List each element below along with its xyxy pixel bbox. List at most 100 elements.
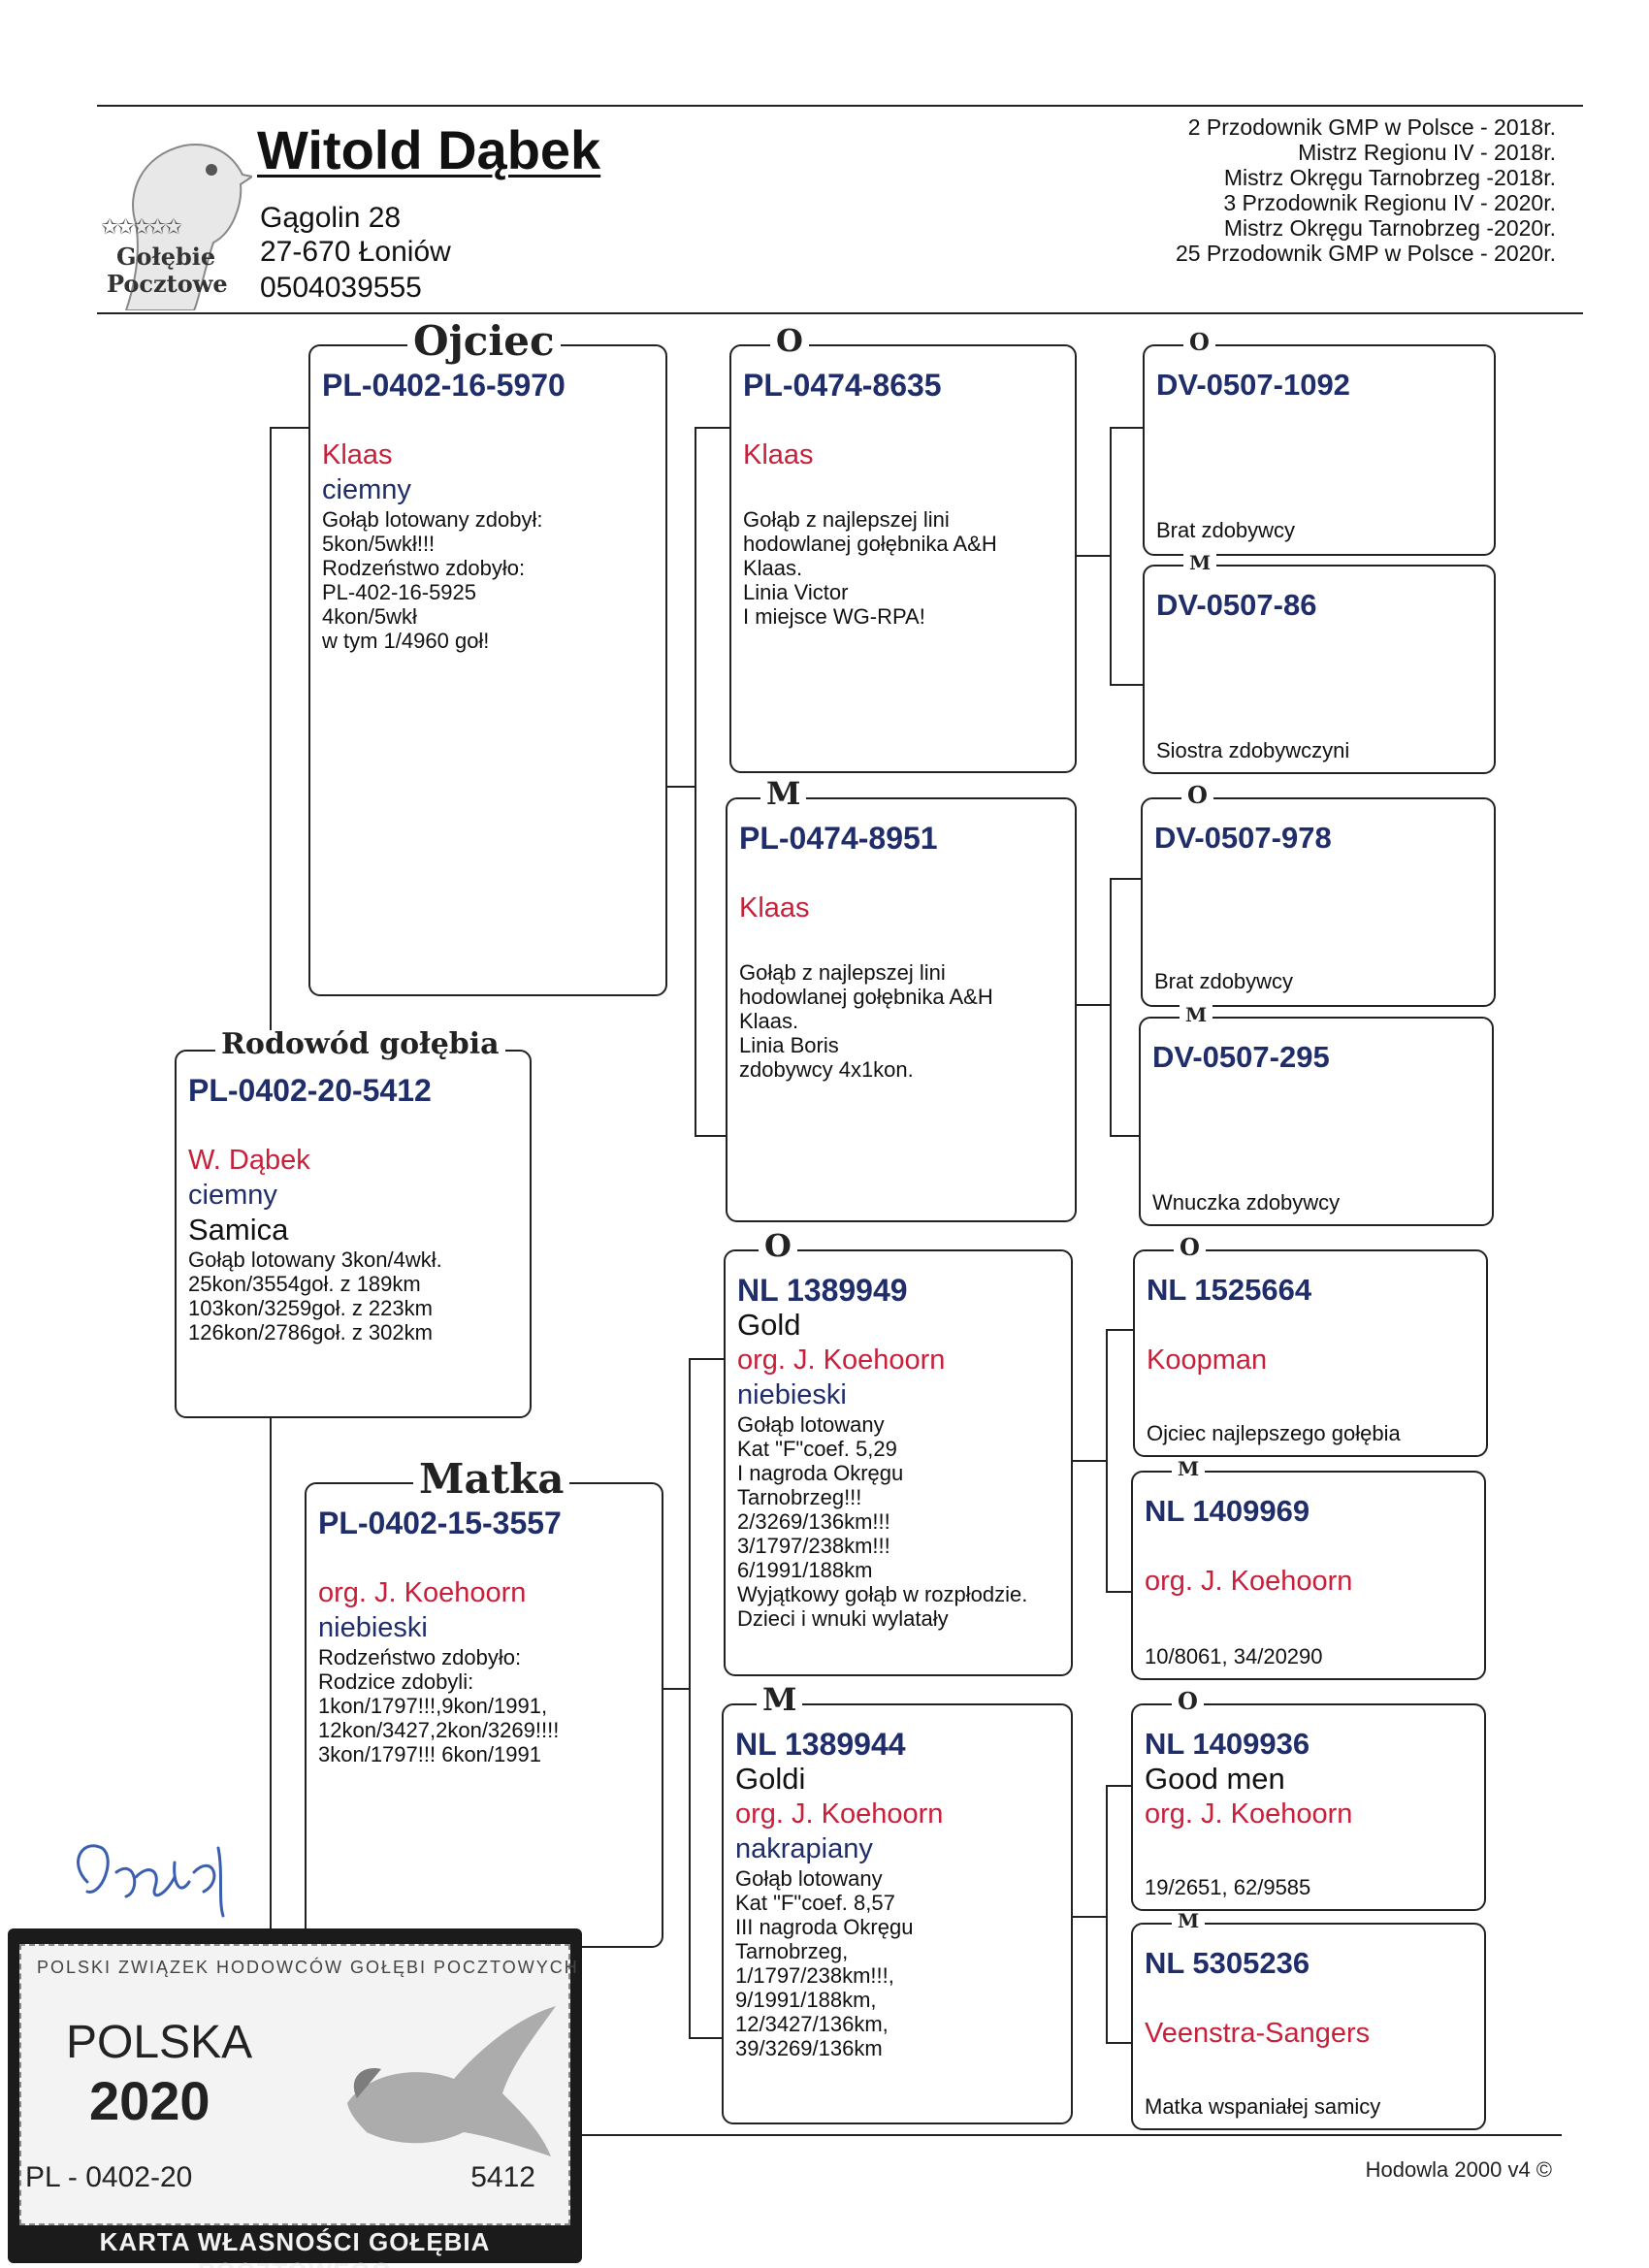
maternal-grandfather-name: Gold: [737, 1308, 1059, 1343]
great-grandparent-ring: NL 1525664: [1147, 1273, 1474, 1308]
connector-line: [270, 427, 272, 1048]
mother-description: Rodzeństwo zdobyło: Rodzice zdobyli: 1ko…: [318, 1645, 650, 1766]
connector-line: [1110, 878, 1143, 880]
pigeon-photo-icon: [328, 1987, 561, 2171]
card-country: POLSKA: [66, 2016, 252, 2069]
great-grandparent-description: Wnuczka zdobywcy: [1152, 1190, 1340, 1215]
maternal-grandfather-breeder: org. J. Koehoorn: [737, 1343, 1059, 1377]
great-grandparent-ring: NL 1409936: [1145, 1727, 1472, 1762]
great-grandparent-breeder: Veenstra-Sangers: [1145, 2016, 1472, 2051]
maternal-grandmother-description: Gołąb lotowany Kat "F"coef. 8,57 III nag…: [735, 1866, 1059, 2060]
father-color: ciemny: [322, 472, 654, 507]
father-ring-number: PL-0402-16-5970: [322, 368, 654, 403]
subject-ring-number: PL-0402-20-5412: [188, 1073, 518, 1108]
great-grandparent-card: M DV-0507-86 Siostra zdobywczyni: [1143, 565, 1496, 774]
ownership-card: POLSKI ZWIĄZEK HODOWCÓW GOŁĘBI POCZTOWYC…: [8, 1928, 582, 2263]
connector-line: [270, 427, 308, 429]
paternal-grandmother-card: M PL-0474-8951 Klaas Gołąb z najlepszej …: [726, 797, 1077, 1222]
card-title-sire: O: [1174, 1236, 1206, 1259]
connector-line: [667, 786, 695, 788]
mother-color: niebieski: [318, 1610, 650, 1645]
connector-line: [1106, 1785, 1108, 2042]
great-grandparent-card: M DV-0507-295 Wnuczka zdobywcy: [1139, 1017, 1494, 1226]
great-grandparent-description: Ojciec najlepszego gołębia: [1147, 1421, 1401, 1445]
connector-line: [1110, 427, 1143, 429]
award-item: 3 Przodownik Regionu IV - 2020r.: [1176, 190, 1556, 215]
great-grandparent-card: M NL 5305236 Veenstra-Sangers Matka wspa…: [1131, 1923, 1486, 2130]
paternal-grandfather-ring: PL-0474-8635: [743, 368, 1063, 403]
connector-line: [1110, 878, 1112, 1135]
footer-rule: [582, 2134, 1562, 2136]
header-bottom-rule: [97, 312, 1583, 314]
card-title-sire: O: [770, 325, 809, 356]
paternal-grandmother-description: Gołąb z najlepszej lini hodowlanej gołęb…: [739, 960, 1063, 1082]
connector-line: [1110, 684, 1143, 686]
great-grandparent-breeder: Koopman: [1147, 1343, 1474, 1377]
card-title-sire: O: [759, 1230, 797, 1261]
great-grandparent-name: Good men: [1145, 1762, 1472, 1797]
great-grandparent-description: 19/2651, 62/9585: [1145, 1875, 1310, 1899]
maternal-grandmother-name: Goldi: [735, 1762, 1059, 1797]
maternal-grandfather-description: Gołąb lotowany Kat "F"coef. 5,29 I nagro…: [737, 1412, 1059, 1631]
great-grandparent-card: M NL 1409969 org. J. Koehoorn 10/8061, 3…: [1131, 1471, 1486, 1680]
father-description: Gołąb lotowany zdobył: 5kon/5wkł!!! Rodz…: [322, 507, 654, 653]
connector-line: [1073, 1916, 1106, 1918]
owner-address-street: Gągolin 28: [260, 202, 401, 235]
paternal-grandfather-description: Gołąb z najlepszej lini hodowlanej gołęb…: [743, 507, 1063, 629]
connector-line: [695, 427, 696, 1135]
connector-line: [689, 1358, 691, 2037]
great-grandparent-card: O DV-0507-1092 Brat zdobywcy: [1143, 344, 1496, 556]
award-item: Mistrz Okręgu Tarnobrzeg -2020r.: [1176, 215, 1556, 241]
paternal-grandmother-breeder: Klaas: [739, 891, 1063, 925]
award-item: Mistrz Okręgu Tarnobrzeg -2018r.: [1176, 165, 1556, 190]
father-card: Ojciec PL-0402-16-5970 Klaas ciemny Gołą…: [308, 344, 667, 996]
owner-phone: 0504039555: [260, 272, 422, 305]
paternal-grandfather-card: O PL-0474-8635 Klaas Gołąb z najlepszej …: [729, 344, 1077, 773]
card-title-dam: M: [1180, 1005, 1212, 1024]
great-grandparent-ring: DV-0507-86: [1156, 588, 1482, 623]
card-organization: POLSKI ZWIĄZEK HODOWCÓW GOŁĘBI POCZTOWYC…: [37, 1958, 579, 1978]
connector-line: [270, 1407, 272, 1950]
header-top-rule: [97, 105, 1583, 107]
subject-color: ciemny: [188, 1178, 518, 1213]
connector-line: [1110, 427, 1112, 684]
card-title-dam: M: [760, 778, 806, 809]
great-grandparent-card: O DV-0507-978 Brat zdobywcy: [1141, 797, 1496, 1007]
card-title-dam: M: [1172, 1459, 1205, 1478]
award-item: 25 Przodownik GMP w Polsce - 2020r.: [1176, 241, 1556, 266]
card-year: 2020: [89, 2069, 210, 2132]
great-grandparent-ring: NL 1409969: [1145, 1494, 1472, 1529]
connector-line: [695, 427, 729, 429]
connector-line: [1077, 1004, 1110, 1006]
father-breeder: Klaas: [322, 437, 654, 472]
maternal-grandmother-color: nakrapiany: [735, 1831, 1059, 1866]
maternal-grandfather-ring: NL 1389949: [737, 1273, 1059, 1308]
connector-line: [1110, 1135, 1143, 1137]
logo-stars: ✩✩✩✩✩: [101, 215, 180, 240]
subject-description: Gołąb lotowany 3kon/4wkł. 25kon/3554goł.…: [188, 1247, 518, 1345]
connector-line: [689, 2037, 724, 2039]
great-grandparent-card: O NL 1525664 Koopman Ojciec najlepszego …: [1133, 1249, 1488, 1457]
mother-breeder: org. J. Koehoorn: [318, 1575, 650, 1610]
card-title-sire: O: [1181, 784, 1213, 807]
card-footer-title: KARTA WŁASNOŚCI GOŁĘBIA POCZTOWEGO: [8, 2227, 582, 2268]
maternal-grandfather-card: O NL 1389949 Gold org. J. Koehoorn niebi…: [724, 1249, 1073, 1676]
great-grandparent-description: Matka wspaniałej samicy: [1145, 2094, 1380, 2119]
logo-text-line2: Pocztowe: [107, 270, 228, 298]
great-grandparent-ring: DV-0507-1092: [1156, 368, 1482, 403]
great-grandparent-ring: NL 5305236: [1145, 1946, 1472, 1981]
card-title-dam: M: [1172, 1911, 1205, 1930]
maternal-grandfather-color: niebieski: [737, 1377, 1059, 1412]
award-item: 2 Przodownik GMP w Polsce - 2018r.: [1176, 114, 1556, 140]
maternal-grandmother-breeder: org. J. Koehoorn: [735, 1797, 1059, 1831]
award-item: Mistrz Regionu IV - 2018r.: [1176, 140, 1556, 165]
great-grandparent-card: O NL 1409936 Good men org. J. Koehoorn 1…: [1131, 1703, 1486, 1911]
great-grandparent-description: Siostra zdobywczyni: [1156, 738, 1349, 762]
card-title-sire: O: [1183, 331, 1215, 354]
subject-sex: Samica: [188, 1213, 518, 1247]
paternal-grandmother-ring: PL-0474-8951: [739, 821, 1063, 856]
mother-ring-number: PL-0402-15-3557: [318, 1506, 650, 1540]
great-grandparent-ring: DV-0507-978: [1154, 821, 1482, 856]
subject-title: Rodowód gołębia: [215, 1030, 505, 1059]
connector-line: [1077, 555, 1110, 557]
